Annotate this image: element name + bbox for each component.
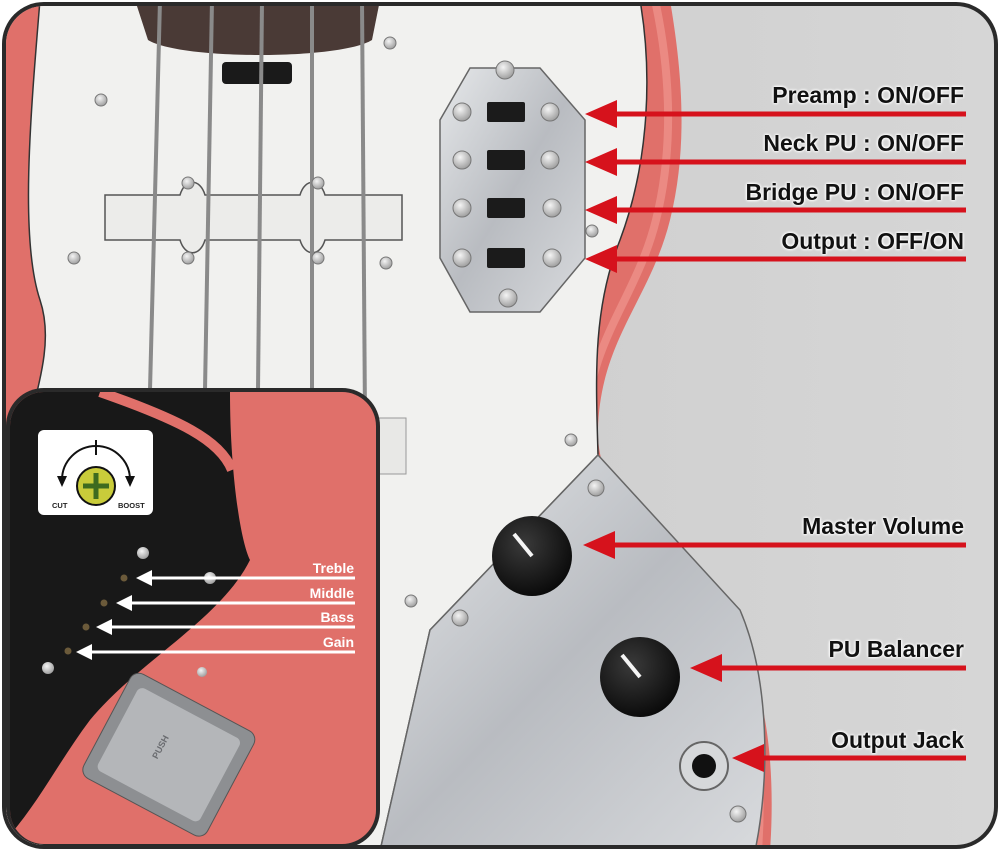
preamp-switch[interactable] <box>487 102 525 122</box>
output-callout-label: Output : OFF/ON <box>781 228 964 254</box>
neck-pu-switch[interactable] <box>487 150 525 170</box>
switch-plate-screws <box>452 60 562 308</box>
pickguard-screws <box>67 36 599 608</box>
neck-pu-callout-label: Neck PU : ON/OFF <box>763 130 964 156</box>
strings <box>148 6 367 421</box>
pickup <box>104 181 403 254</box>
neck <box>135 6 380 55</box>
control-plate <box>379 453 766 845</box>
output-jack[interactable] <box>679 741 729 791</box>
middle-label: Middle <box>309 585 354 601</box>
callout-arrows <box>583 100 966 772</box>
bass-label: Bass <box>320 609 354 625</box>
output-switch[interactable] <box>487 248 525 268</box>
master-volume-callout-label: Master Volume <box>802 513 964 539</box>
pu-balancer-callout-label: PU Balancer <box>828 636 964 662</box>
cut-label: CUT <box>52 501 68 510</box>
battery-box <box>82 672 256 837</box>
boost-label: BOOST <box>118 501 145 510</box>
bridge-pu-callout-label: Bridge PU : ON/OFF <box>745 179 965 205</box>
gain-label: Gain <box>322 634 354 650</box>
cut-boost-icon <box>38 430 153 515</box>
treble-label: Treble <box>312 560 354 576</box>
preamp-callout-label: Preamp : ON/OFF <box>772 82 964 108</box>
master-volume-knob[interactable] <box>492 516 572 596</box>
bridge-pu-switch[interactable] <box>487 198 525 218</box>
inset-panel <box>10 392 376 844</box>
output-jack-callout-label: Output Jack <box>831 727 964 753</box>
pu-balancer-knob[interactable] <box>600 637 680 717</box>
